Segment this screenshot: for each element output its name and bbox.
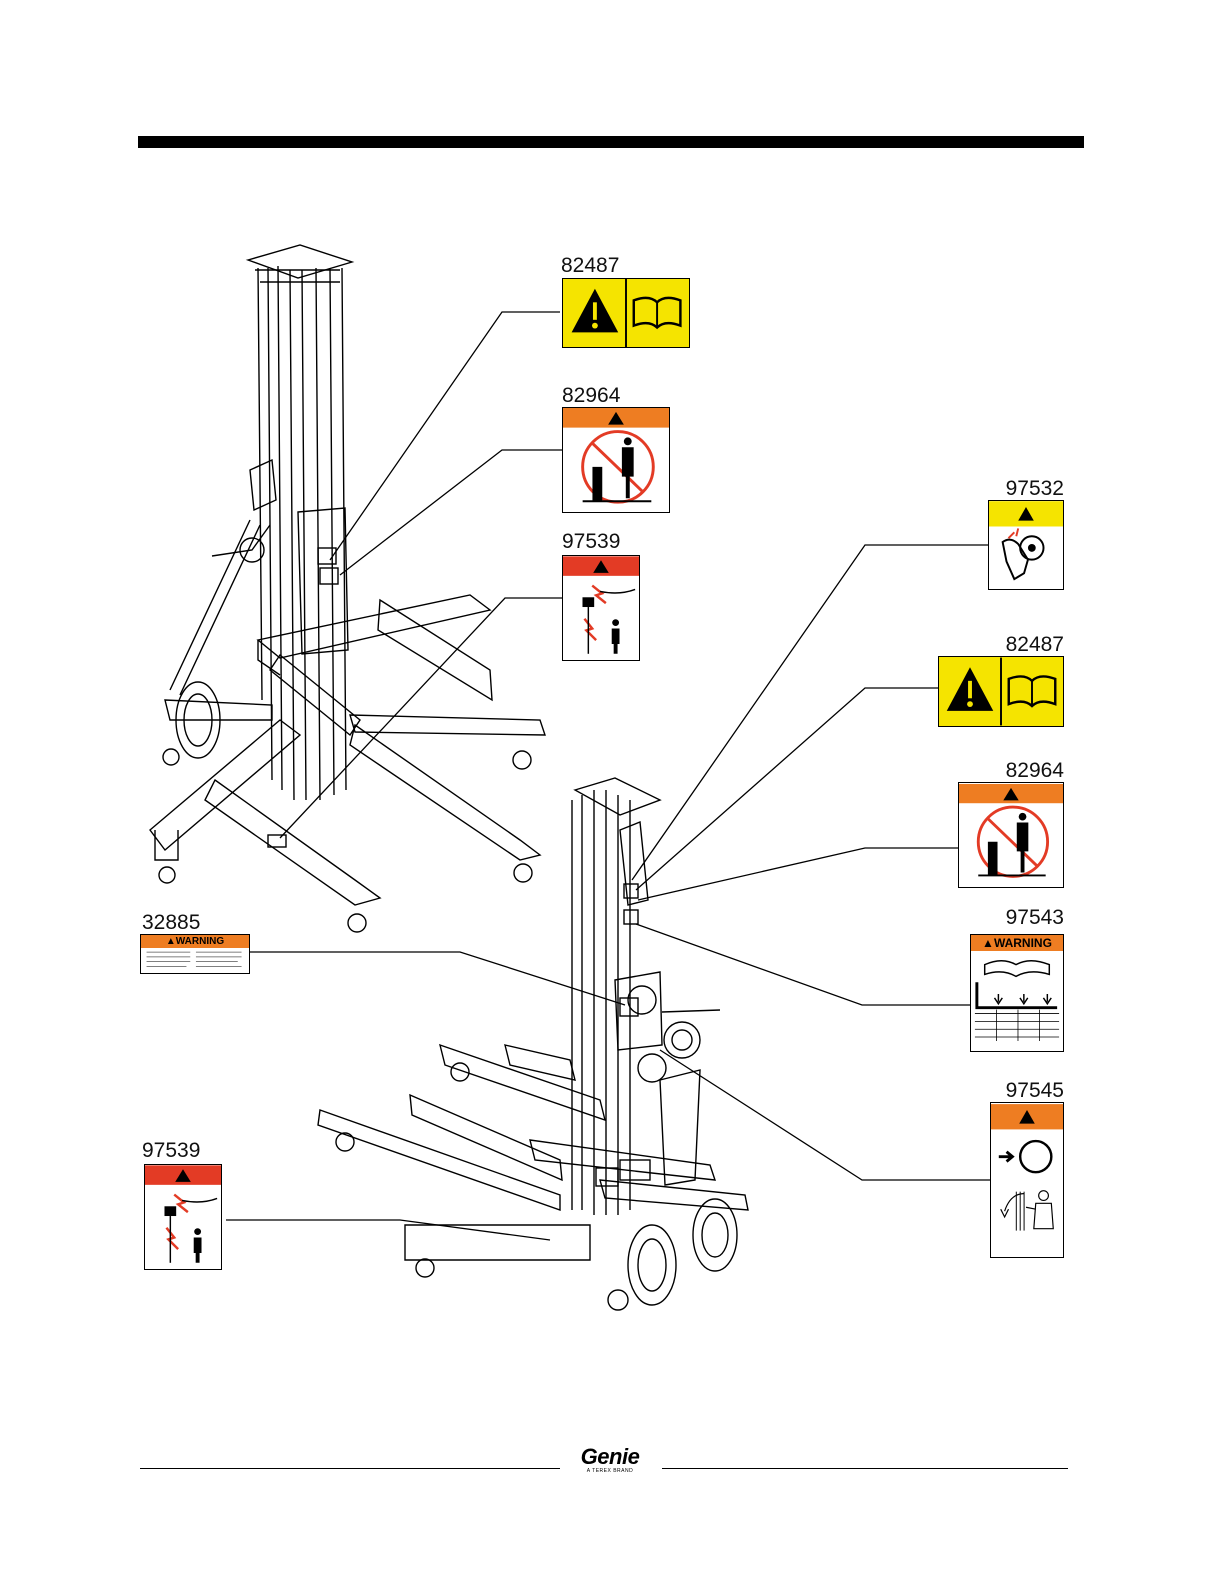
decal-number: 97545 bbox=[990, 1080, 1064, 1102]
decal-97539-electrocution bbox=[562, 555, 640, 661]
decal-97543-capacity: ▲WARNING bbox=[970, 934, 1064, 1052]
pinch-hazard-icon bbox=[989, 501, 1063, 589]
logo-tagline: A TEREX BRAND bbox=[570, 1468, 650, 1475]
decal-number: 97532 bbox=[990, 478, 1064, 500]
logo-brand: Genie bbox=[570, 1446, 650, 1468]
decal-number: 97539 bbox=[562, 531, 620, 553]
warning-manual-icon bbox=[939, 657, 1063, 726]
cable-inspection-icon bbox=[991, 1103, 1063, 1257]
decal-number: 82487 bbox=[561, 255, 619, 277]
decal-82487-danger-manual bbox=[938, 656, 1064, 727]
decal-number: 32885 bbox=[142, 912, 200, 934]
lift-lower-right bbox=[318, 778, 748, 1310]
decal-number: 97543 bbox=[990, 907, 1064, 929]
decal-97539-electrocution bbox=[144, 1164, 222, 1270]
no-riding-icon bbox=[563, 408, 669, 512]
decal-number: 82964 bbox=[990, 760, 1064, 782]
electrocution-icon bbox=[563, 556, 639, 660]
warning-text-block bbox=[141, 935, 249, 973]
decal-32885-warning-text: ▲WARNING bbox=[140, 934, 250, 974]
warning-manual-icon bbox=[563, 279, 689, 347]
footer-rule-left bbox=[140, 1468, 560, 1469]
electrocution-icon bbox=[145, 1165, 221, 1269]
decal-number: 82964 bbox=[562, 385, 620, 407]
genie-logo: Genie A TEREX BRAND bbox=[570, 1446, 650, 1475]
decal-number: 97539 bbox=[142, 1140, 200, 1162]
decal-97532-pinch bbox=[988, 500, 1064, 590]
no-riding-icon bbox=[959, 783, 1063, 887]
decal-82964-no-riding bbox=[958, 782, 1064, 888]
capacity-chart-icon bbox=[971, 935, 1063, 1051]
decal-82487-danger-manual bbox=[562, 278, 690, 348]
footer-rule-right bbox=[662, 1468, 1068, 1469]
decal-number: 82487 bbox=[990, 634, 1064, 656]
decal-82964-no-riding bbox=[562, 407, 670, 513]
decal-97545-cable bbox=[990, 1102, 1064, 1258]
lift-upper-left bbox=[150, 245, 545, 932]
